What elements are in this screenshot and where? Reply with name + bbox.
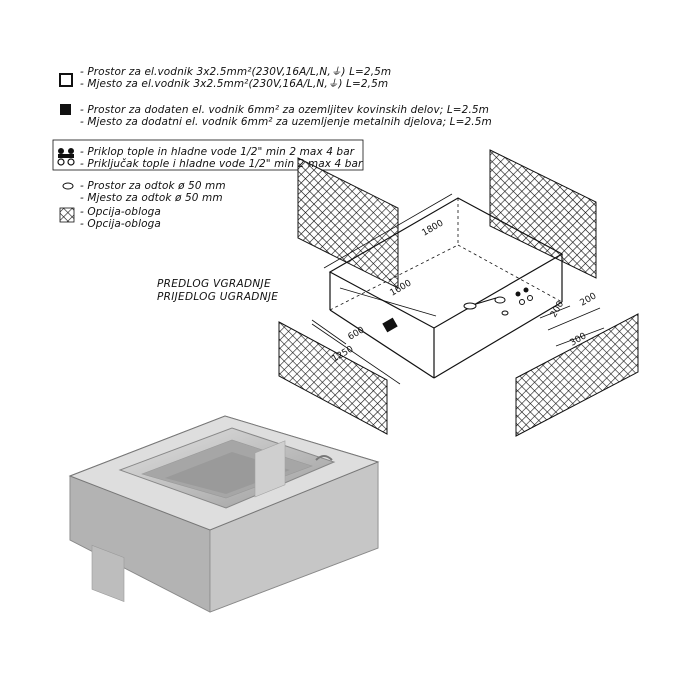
legend-filled-square-icon [60, 104, 71, 115]
cladding-panel-back-left [297, 157, 399, 289]
dim-200-b: 200 [579, 291, 599, 308]
installation-title: PREDLOG VGRADNJE PRIJEDLOG UGRADNJE [157, 278, 278, 304]
bathtub-image [68, 415, 380, 613]
legend-water-line2: - Priključak tople i hladne vode 1/2" mi… [80, 158, 363, 170]
legend-water-valves-icon [52, 139, 364, 171]
legend-drain-oval-icon [62, 182, 74, 190]
dimension-lines [311, 193, 605, 385]
legend-cladding-line2: - Opcija-obloga [80, 218, 161, 230]
electric-box-icon [382, 317, 398, 333]
cladding-panel-front-right [515, 313, 639, 437]
dim-1800: 1800 [421, 218, 446, 238]
legend-water-line1: - Priklop tople in hladne vode 1/2" min … [80, 146, 355, 158]
legend-earthing-line2: - Mjesto za dodatni el. vodnik 6mm² za u… [80, 116, 492, 128]
legend-earthing-line1: - Prostor za dodaten el. vodnik 6mm² za … [80, 104, 490, 116]
installation-title-line1: PREDLOG VGRADNJE [157, 278, 271, 290]
water-valves-on-box-icon [515, 287, 533, 305]
legend-drain-line1: - Prostor za odtok ø 50 mm [80, 180, 226, 192]
legend-electric-line1: - Prostor za el.vodnik 3x2.5mm²(230V,16A… [80, 66, 392, 78]
legend-cladding-line1: - Opcija-obloga [80, 206, 161, 218]
installation-box [328, 197, 564, 379]
legend-crosshatch-panel-icon [59, 207, 75, 223]
installation-title-line2: PRIJEDLOG UGRADNJE [157, 291, 279, 303]
legend-drain-line2: - Mjesto za odtok ø 50 mm [80, 192, 223, 204]
dim-200-a: 200 [549, 299, 566, 319]
dim-600: 600 [347, 325, 367, 342]
cladding-panel-back-right [489, 149, 597, 279]
cladding-panel-front-left [278, 321, 388, 435]
legend-open-square-icon [59, 73, 73, 87]
legend-electric-line2: - Mjesto za el.vodnik 3x2.5mm²(230V,16A/… [80, 78, 389, 90]
faucet-icon [463, 296, 509, 316]
